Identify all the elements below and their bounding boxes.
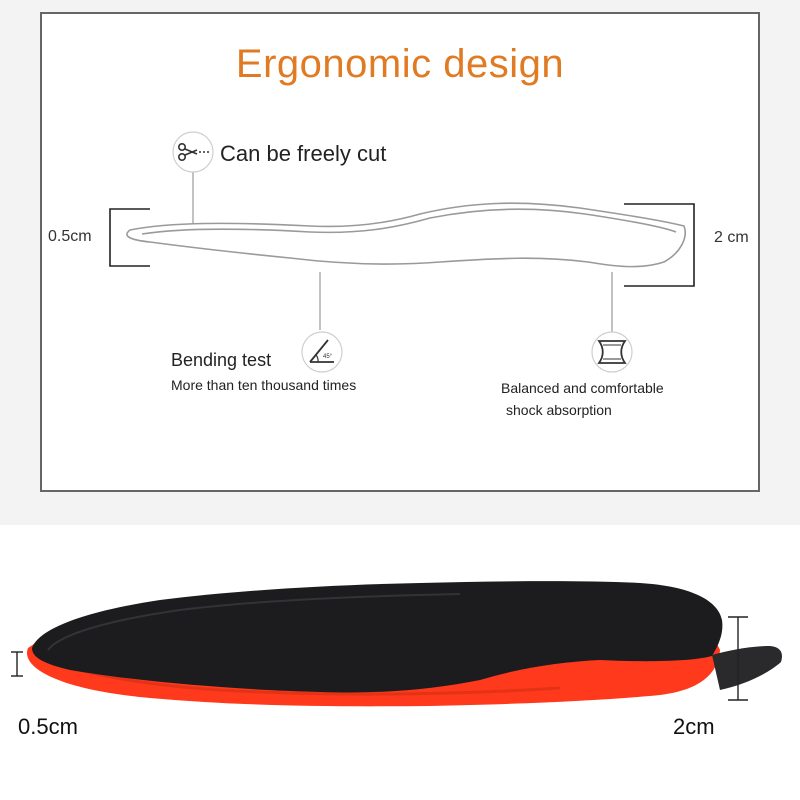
insole-outline-drawing (126, 202, 686, 268)
photo-toe-thickness-label: 0.5cm (18, 714, 78, 739)
diagram-frame (40, 12, 760, 492)
photo-heel-bracket (728, 616, 748, 701)
photo-toe-bracket (11, 651, 23, 677)
bending-test-subtitle: More than ten thousand times (171, 377, 357, 393)
bending-angle-icon: 45° (301, 331, 343, 373)
heel-thickness-bracket (624, 203, 695, 287)
insole-black-top (32, 581, 723, 693)
diagram-heel-thickness-label: 2 cm (714, 229, 749, 246)
photo-heel-thickness-label: 2cm (673, 714, 715, 739)
cut-callout-label: Can be freely cut (220, 141, 387, 166)
shock-absorption-icon (591, 331, 633, 373)
insole-photo (27, 581, 782, 707)
toe-thickness-bracket (109, 208, 150, 267)
page-title: Ergonomic design (235, 42, 565, 86)
bending-test-title: Bending test (171, 350, 272, 370)
shock-callout-line1: Balanced and comfortable (501, 380, 664, 396)
scissors-icon (172, 131, 214, 173)
svg-text:45°: 45° (323, 354, 333, 360)
diagram-toe-thickness-label: 0.5cm (48, 228, 92, 245)
insole-heel-tab (712, 646, 782, 690)
shock-callout-line2: shock absorption (506, 402, 612, 418)
